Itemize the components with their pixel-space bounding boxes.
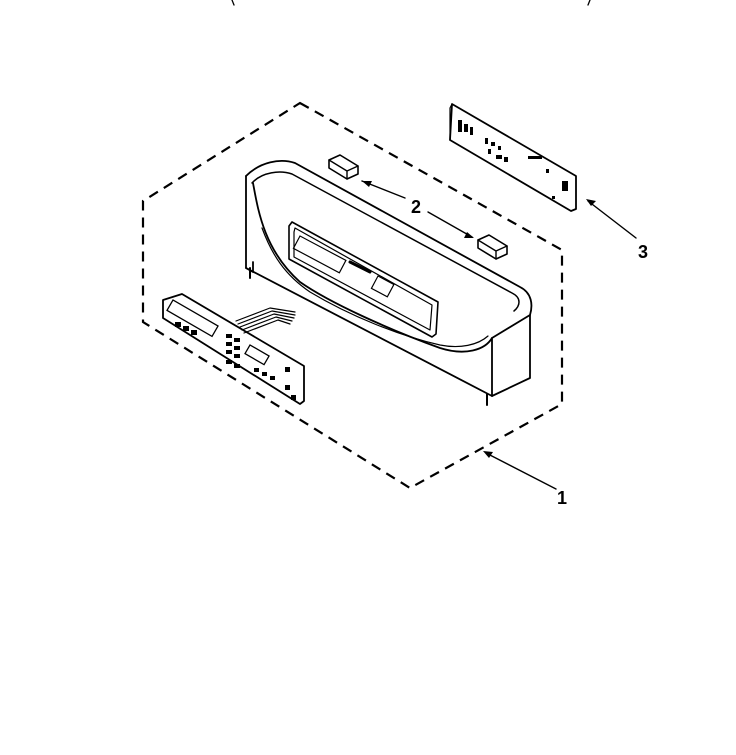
board-components	[458, 120, 568, 199]
top-edge-marks	[231, 0, 591, 6]
callout-label-1: 1	[557, 488, 567, 508]
ribbon-cable	[235, 307, 296, 334]
callout-label-2: 2	[411, 197, 421, 217]
keypad-overlay	[162, 293, 305, 405]
assembly-boundary-dashed	[141, 101, 564, 490]
clip-part-right	[477, 234, 508, 260]
leader-lines	[361, 180, 637, 490]
callout-label-3: 3	[638, 242, 648, 262]
console-housing	[245, 160, 533, 406]
clip-part-left	[328, 154, 359, 180]
control-board	[449, 103, 577, 212]
